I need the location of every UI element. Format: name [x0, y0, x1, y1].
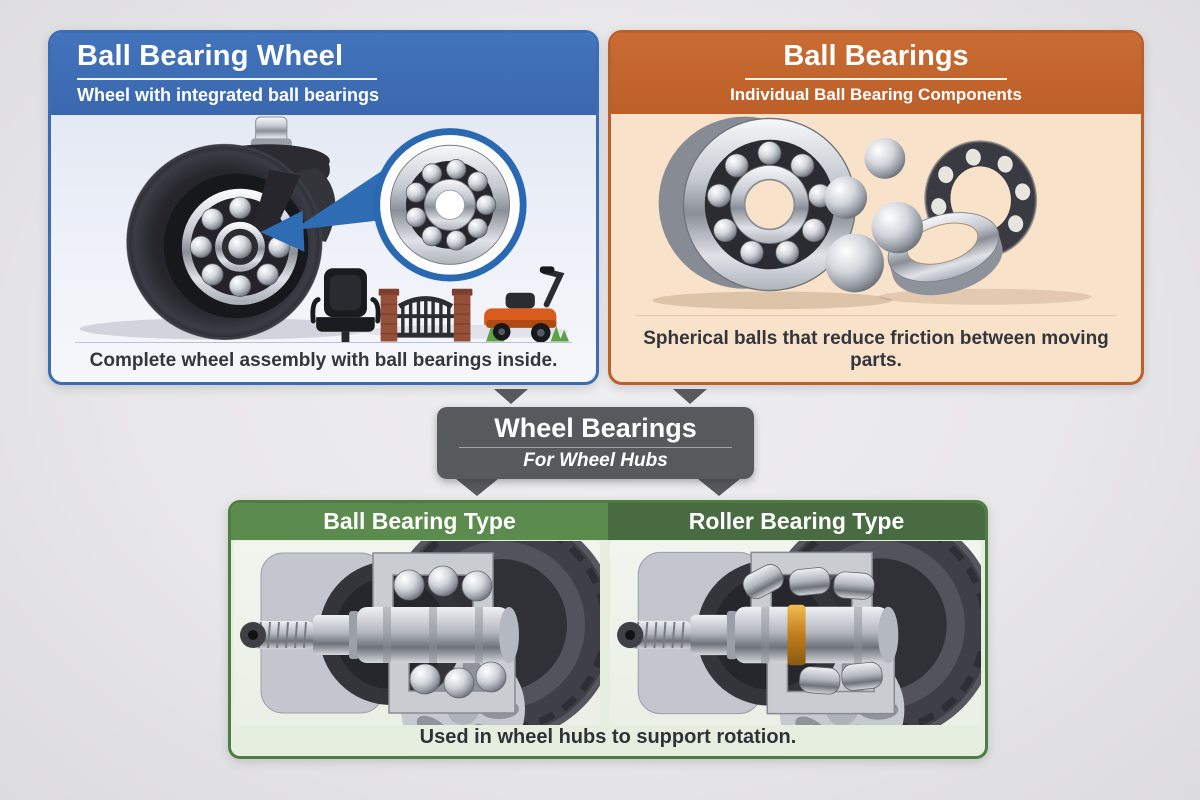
connector-subtitle: For Wheel Hubs [523, 449, 668, 471]
panel-bearings-header: Ball Bearings Individual Ball Bearing Co… [611, 33, 1141, 115]
wheel-bearings-connector-box: Wheel Bearings For Wheel Hubs [437, 407, 754, 479]
axle-shaft-icon [617, 604, 899, 666]
metal-gate-icon [378, 289, 473, 342]
panel-wheel-header: Ball Bearing Wheel Wheel with integrated… [51, 33, 596, 116]
hub-balls-icon [393, 565, 507, 699]
connector-arrow-down-right [673, 389, 707, 404]
roller-hub-cutaway-illustration [617, 541, 981, 725]
connector-title: Wheel Bearings [494, 413, 697, 444]
panel-ball-bearings: Ball Bearings Individual Ball Bearing Co… [608, 30, 1144, 385]
panel-wheel-subtitle: Wheel with integrated ball bearings [77, 85, 380, 106]
ball-bearings-illustration [652, 117, 1092, 310]
caster-wheel-illustration [79, 116, 570, 342]
hub-roller-type-header: Roller Bearing Type [608, 503, 985, 540]
panel-wheel-title: Ball Bearing Wheel [77, 40, 344, 72]
panel-wheel-caption: Complete wheel assembly with ball bearin… [75, 342, 572, 382]
panel-ball-bearing-wheel: Ball Bearing Wheel Wheel with integrated… [48, 30, 599, 385]
gold-spacer-ring-icon [787, 604, 806, 666]
ball-hub-cutaway-illustration [240, 541, 600, 725]
panel-bearings-title: Ball Bearings [783, 40, 969, 72]
panel-bearings-caption: Spherical balls that reduce friction bet… [635, 315, 1117, 382]
connector-arrow-down-left [494, 389, 528, 404]
hub-header-row: Ball Bearing Type Roller Bearing Type [231, 503, 985, 540]
roller-bearing-hub-cutaway [610, 541, 981, 725]
panel-wheel-body [51, 115, 596, 342]
magnifier-arrow-icon [260, 170, 397, 253]
connector-arrow-hub-left [456, 479, 498, 496]
bearing-callout-illustration [373, 128, 527, 282]
lawn-mower-icon [484, 266, 570, 342]
hub-body [231, 540, 985, 725]
hub-ball-type-header: Ball Bearing Type [231, 503, 608, 540]
panel-bearings-title-rule [745, 78, 1007, 81]
ball-bearing-hub-cutaway [234, 541, 600, 725]
hub-rollers-icon [742, 564, 883, 695]
panel-bearings-subtitle: Individual Ball Bearing Components [730, 85, 1022, 105]
panel-wheel-title-rule [77, 78, 377, 81]
axle-shaft-icon [240, 607, 519, 663]
ball-bearing-assembly-icon [658, 117, 857, 292]
connector-rule [459, 446, 732, 448]
connector-arrow-hub-right [698, 479, 740, 496]
caster-wheel-icon [126, 144, 323, 341]
hub-caption: Used in wheel hubs to support rotation. [419, 726, 797, 748]
steel-balls-icon [824, 138, 924, 293]
panel-wheel-hub-bearings: Ball Bearing Type Roller Bearing Type [228, 500, 988, 759]
office-chair-icon [310, 268, 381, 342]
panel-bearings-body [611, 114, 1141, 315]
